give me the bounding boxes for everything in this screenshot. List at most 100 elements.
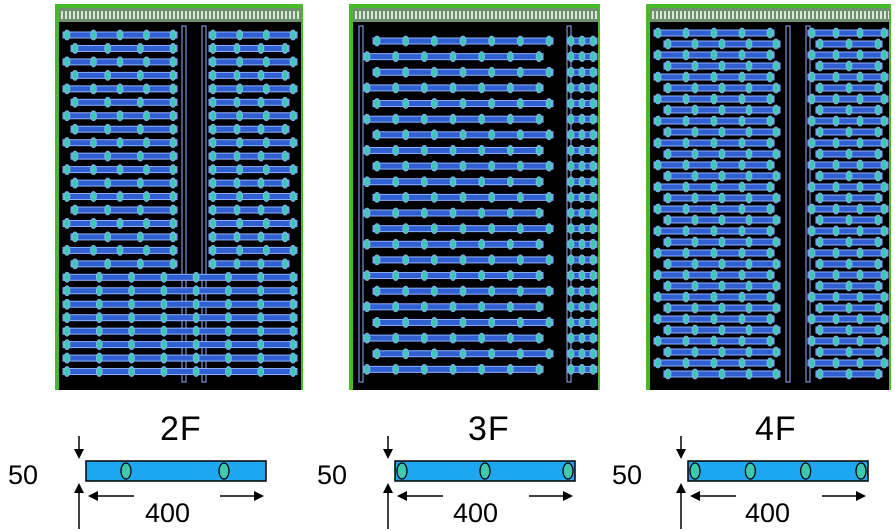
contact-via — [209, 204, 217, 216]
contact-via — [402, 348, 410, 360]
contact-via — [738, 115, 746, 127]
metal-finger — [208, 58, 298, 66]
guard-ring-tick — [455, 11, 457, 19]
contact-via — [589, 145, 597, 156]
contact-via — [449, 51, 457, 63]
contact-via — [808, 335, 816, 347]
contact-via — [654, 181, 662, 193]
contact-via — [654, 203, 662, 215]
contact-via — [710, 313, 718, 325]
contact-via — [63, 312, 71, 324]
contact-via — [116, 244, 124, 256]
contact-via — [257, 285, 265, 297]
finger-bar — [687, 460, 869, 482]
contact-via — [90, 218, 97, 229]
guard-ring-tick — [752, 11, 754, 19]
contact-via — [718, 368, 726, 380]
contact-via — [209, 96, 217, 108]
length-arrow-left-head — [88, 491, 98, 501]
contact-via — [116, 29, 124, 41]
contact-via — [363, 332, 371, 344]
guard-ring-tick — [297, 11, 299, 19]
contact-via — [874, 82, 882, 94]
contact-via — [262, 56, 270, 68]
contact-via — [63, 83, 71, 95]
contact-via — [257, 69, 265, 81]
contact-via — [136, 43, 144, 54]
vertical-bus — [358, 25, 364, 383]
contact-via — [90, 110, 97, 122]
guard-ring-tick — [149, 11, 151, 19]
finger-bar — [85, 460, 267, 482]
contact-via — [766, 71, 774, 83]
contact-via — [664, 280, 672, 292]
contact-via — [545, 191, 553, 203]
contact-via — [192, 285, 200, 297]
contact-via — [682, 291, 690, 303]
guard-ring-tick — [579, 11, 581, 19]
contact-via — [845, 258, 853, 270]
contact-via — [766, 49, 774, 61]
guard-ring-tick — [375, 11, 377, 19]
contact-via — [664, 126, 672, 138]
contact-via — [488, 285, 496, 297]
contact-via — [257, 204, 265, 216]
contact-via — [104, 123, 112, 135]
contact-via — [578, 145, 586, 156]
contact-via — [209, 150, 217, 162]
contact-via — [845, 38, 853, 50]
contact-via — [116, 137, 124, 149]
contact-via — [363, 51, 371, 63]
contact-via — [169, 56, 177, 68]
contact-via — [209, 110, 217, 122]
contact-via — [281, 123, 289, 135]
guard-ring-tick — [285, 11, 287, 19]
contact-via — [233, 150, 241, 162]
guard-ring-tick — [712, 11, 714, 19]
guard-ring-tick — [808, 11, 810, 19]
contact-via — [718, 38, 726, 50]
contact-via — [691, 60, 699, 72]
contact-via — [63, 110, 71, 122]
guard-ring-tick — [668, 11, 670, 19]
contact-via — [535, 82, 543, 94]
contact-via — [449, 332, 457, 344]
contact-via — [691, 236, 699, 248]
contact-via — [856, 335, 864, 347]
contact-via — [506, 207, 514, 219]
contact-via — [738, 225, 746, 237]
contact-via — [845, 302, 853, 314]
vertical-bus — [201, 25, 207, 383]
contact-via — [289, 285, 297, 297]
contact-via — [589, 129, 597, 141]
contact-via — [392, 270, 400, 281]
contact-via — [654, 137, 662, 149]
contact-via — [664, 60, 672, 72]
contact-via — [392, 145, 400, 156]
metal-finger — [807, 271, 889, 279]
contact-via — [880, 269, 888, 281]
contact-via — [373, 66, 381, 78]
contact-via — [578, 191, 586, 203]
contact-via — [808, 269, 816, 281]
contact-via — [578, 332, 586, 344]
contact-via — [567, 207, 575, 219]
contact-via — [738, 203, 746, 215]
contact-via — [880, 225, 888, 237]
guard-ring-tick — [93, 11, 95, 19]
contact-via — [654, 115, 662, 127]
guard-ring-tick — [736, 11, 738, 19]
contact-via — [845, 170, 853, 182]
contact-via — [682, 71, 690, 83]
contact-via — [104, 69, 112, 81]
contact-via — [136, 231, 144, 243]
contact-via — [236, 218, 244, 229]
guard-ring-tick — [676, 11, 678, 19]
contact-via — [257, 177, 265, 189]
contact-via — [281, 150, 289, 162]
contact-via — [691, 104, 699, 116]
contact-via — [880, 247, 888, 259]
contact-via — [289, 339, 297, 351]
guard-ring-tick — [89, 11, 91, 19]
contact-via — [718, 60, 726, 72]
